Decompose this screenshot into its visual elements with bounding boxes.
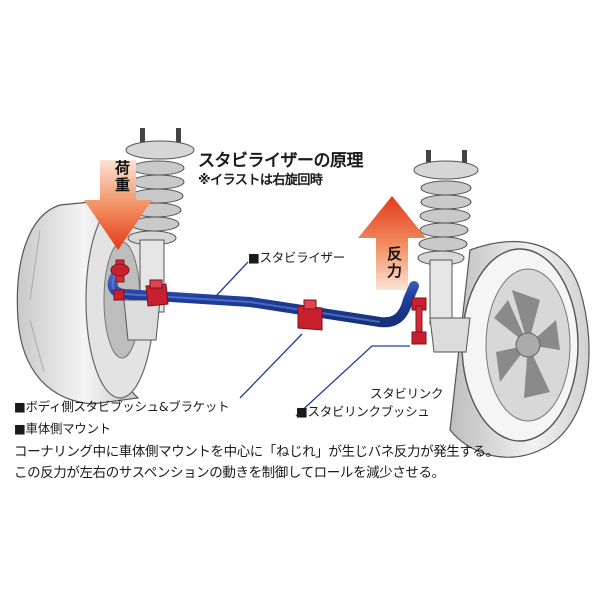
left-suspension-strut (123, 128, 195, 341)
reaction-label: 反力 (385, 246, 403, 280)
body-bush-bracket-label: ■ボディ側スタビブッシュ&ブラケット (14, 399, 230, 414)
right-tire (449, 241, 590, 458)
illustration-note: ※イラストは右旋回時 (198, 173, 323, 188)
caption-line-2: この反力が左右のサスペンションの動きを制御してロールを減少させる。 (14, 465, 445, 481)
right-stabilink (411, 297, 427, 345)
body-side-bushing-right (297, 299, 323, 331)
leader-lines (215, 261, 410, 417)
stabilink-label: スタビリンク (370, 386, 444, 401)
body-side-bushing-left (145, 279, 169, 307)
stabilizer-label: ■スタビライザー (248, 250, 345, 265)
reaction-arrow (358, 196, 426, 290)
right-suspension-strut (413, 150, 479, 353)
body-mount-label: ■車体側マウント (14, 421, 111, 436)
load-label: 荷重 (113, 160, 131, 194)
left-stabilink (110, 259, 130, 301)
load-arrow (84, 160, 152, 250)
stabilink-bush-label: ■スタビリンクブッシュ (296, 404, 430, 419)
caption-line-1: コーナリング中に車体側マウントを中心に「ねじれ」が生じバネ反力が発生する。 (14, 444, 499, 460)
diagram-title: スタビライザーの原理 (198, 151, 364, 171)
